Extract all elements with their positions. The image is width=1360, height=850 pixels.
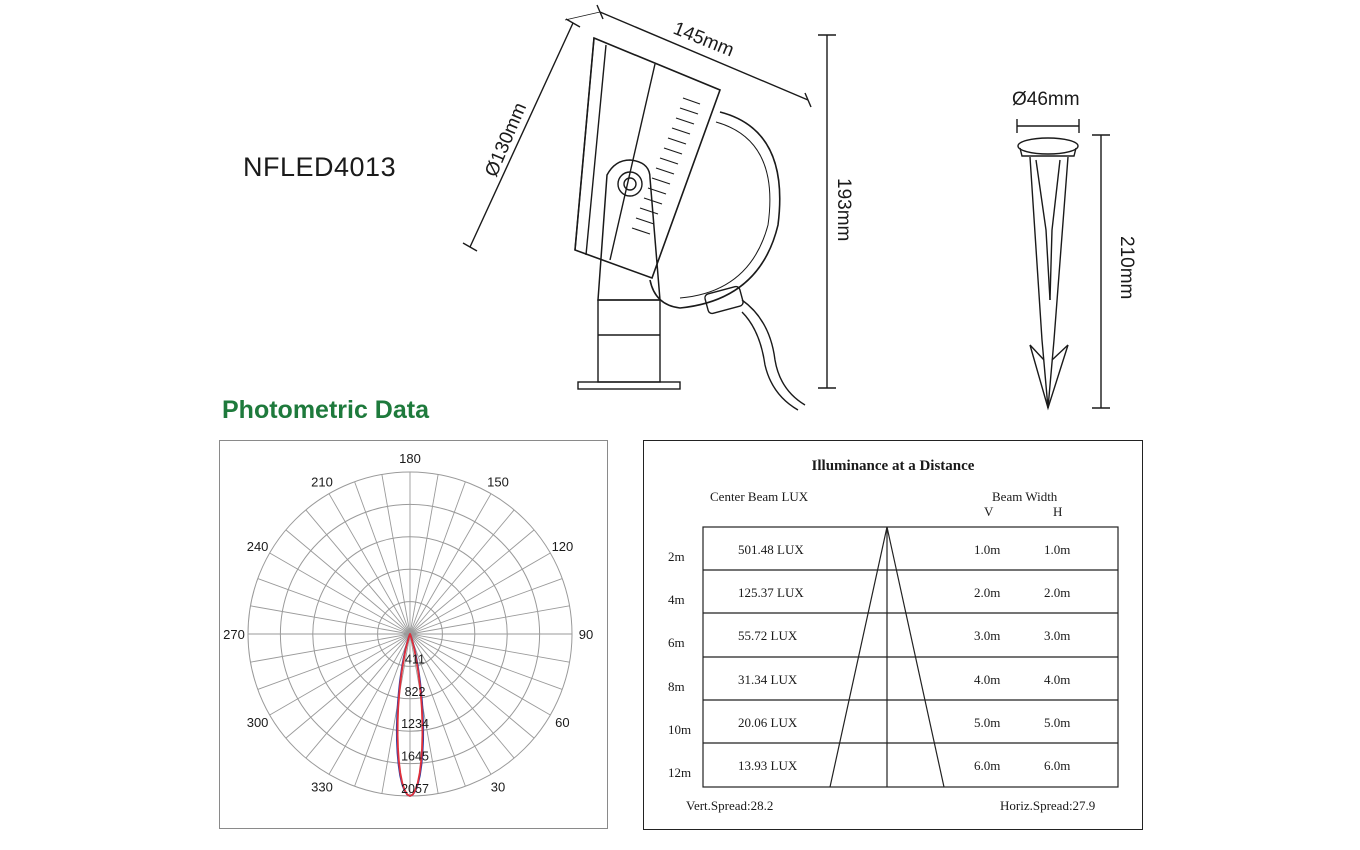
row-beam-h: 4.0m — [1044, 672, 1071, 687]
polar-grid-spoke — [257, 633, 411, 690]
polar-grid-spoke — [328, 633, 411, 775]
row-lux: 20.06 LUX — [738, 715, 798, 730]
polar-angle-label: 180 — [399, 451, 421, 466]
polar-grid-spoke — [257, 578, 411, 635]
polar-angle-label: 240 — [247, 539, 269, 554]
polar-grid-spoke — [409, 633, 492, 775]
polar-grid-spoke — [381, 474, 411, 635]
polar-grid-spoke — [250, 633, 411, 663]
beam-table-grid — [702, 526, 1119, 788]
row-distance: 2m — [668, 549, 685, 564]
polar-grid-spoke — [409, 633, 551, 716]
polar-grid-spoke — [409, 493, 492, 635]
row-beam-v: 5.0m — [974, 715, 1001, 730]
polar-diagram: 180 150 120 90 60 30 330 300 270 240 210 411 822 1234… — [223, 451, 593, 798]
beam-width-header: Beam Width — [992, 489, 1058, 504]
polar-radial-label: 822 — [405, 685, 426, 699]
polar-diagram-panel: 180 150 120 90 60 30 330 300 270 240 210 411 822 1234… — [219, 440, 608, 829]
row-beam-h: 6.0m — [1044, 758, 1071, 773]
illuminance-panel: Illuminance at a Distance Center Beam LU… — [643, 440, 1143, 830]
polar-grid-spoke — [250, 605, 411, 635]
polar-grid-spoke — [409, 529, 535, 635]
polar-angle-label: 150 — [487, 475, 509, 490]
polar-grid-spoke — [409, 633, 515, 759]
polar-grid-spoke — [409, 633, 563, 690]
row-beam-v: 2.0m — [974, 585, 1001, 600]
polar-grid-spoke — [409, 578, 563, 635]
row-distance: 8m — [668, 679, 685, 694]
polar-grid-spoke — [305, 509, 411, 635]
dimension-height-label: 193mm — [833, 178, 854, 241]
polar-grid-spoke — [409, 633, 570, 663]
technical-drawing: 145mm Ø130mm 193mm Ø46mm 210mm — [462, 4, 1137, 411]
polar-grid-spoke — [354, 633, 411, 787]
dimension-length-label: 145mm — [670, 18, 737, 61]
row-beam-v: 4.0m — [974, 672, 1001, 687]
row-lux: 125.37 LUX — [738, 585, 804, 600]
polar-radial-label: 411 — [405, 652, 425, 666]
row-lux: 13.93 LUX — [738, 758, 798, 773]
row-distance: 6m — [668, 635, 685, 650]
polar-grid-spoke — [381, 633, 411, 794]
spike-height-label: 210mm — [1116, 236, 1137, 299]
polar-grid-spoke — [285, 529, 411, 635]
polar-grid-spoke — [409, 633, 535, 739]
polar-angle-label: 60 — [555, 715, 569, 730]
h-header: H — [1053, 504, 1063, 519]
model-number: NFLED4013 — [243, 152, 397, 182]
center-beam-header: Center Beam LUX — [710, 489, 809, 504]
row-beam-v: 1.0m — [974, 542, 1001, 557]
row-beam-v: 6.0m — [974, 758, 1001, 773]
spike-drawing — [1016, 119, 1110, 411]
row-lux: 55.72 LUX — [738, 628, 798, 643]
polar-angle-label: 330 — [311, 779, 333, 794]
section-title: Photometric Data — [222, 396, 429, 424]
dimension-height — [818, 34, 836, 389]
polar-grid-spoke — [269, 633, 411, 716]
v-header: V — [984, 504, 994, 519]
polar-grid-spoke — [409, 552, 551, 635]
polar-angle-label: 300 — [247, 715, 269, 730]
polar-grid-spoke — [409, 633, 439, 794]
row-distance: 4m — [668, 592, 685, 607]
vert-spread: Vert.Spread:28.2 — [686, 798, 774, 813]
row-beam-h: 5.0m — [1044, 715, 1071, 730]
illuminance-title: Illuminance at a Distance — [811, 458, 975, 474]
polar-grid-spoke — [409, 481, 466, 635]
polar-radial-label: 1234 — [401, 717, 429, 731]
dimension-length — [564, 4, 812, 108]
fixture-drawing — [574, 36, 806, 411]
row-beam-h: 3.0m — [1044, 628, 1071, 643]
polar-grid-spoke — [409, 633, 466, 787]
polar-grid-spoke — [285, 633, 411, 739]
polar-grid-spoke — [354, 481, 411, 635]
polar-radial-label: 2057 — [401, 782, 429, 796]
row-distance: 10m — [668, 722, 692, 737]
horiz-spread: Horiz.Spread:27.9 — [1000, 798, 1096, 813]
polar-angle-label: 90 — [579, 627, 593, 642]
polar-radial-label: 1645 — [401, 750, 429, 764]
polar-angle-label: 210 — [311, 475, 333, 490]
dimension-diameter — [462, 18, 581, 252]
polar-angle-label: 30 — [491, 779, 505, 794]
row-distance: 12m — [668, 765, 692, 780]
polar-grid-spoke — [409, 509, 515, 635]
polar-angle-label: 270 — [223, 627, 245, 642]
polar-grid-spoke — [409, 605, 570, 635]
row-beam-h: 2.0m — [1044, 585, 1071, 600]
row-lux: 31.34 LUX — [738, 672, 798, 687]
polar-grid-spoke — [305, 633, 411, 759]
row-beam-h: 1.0m — [1044, 542, 1071, 557]
polar-curve-vertical — [396, 633, 424, 798]
polar-grid-spoke — [328, 493, 411, 635]
row-beam-v: 3.0m — [974, 628, 1001, 643]
polar-grid-spoke — [409, 474, 439, 635]
row-lux: 501.48 LUX — [738, 542, 804, 557]
polar-angle-label: 120 — [552, 539, 574, 554]
spike-diameter-label: Ø46mm — [1012, 89, 1080, 110]
polar-grid-spoke — [269, 552, 411, 635]
